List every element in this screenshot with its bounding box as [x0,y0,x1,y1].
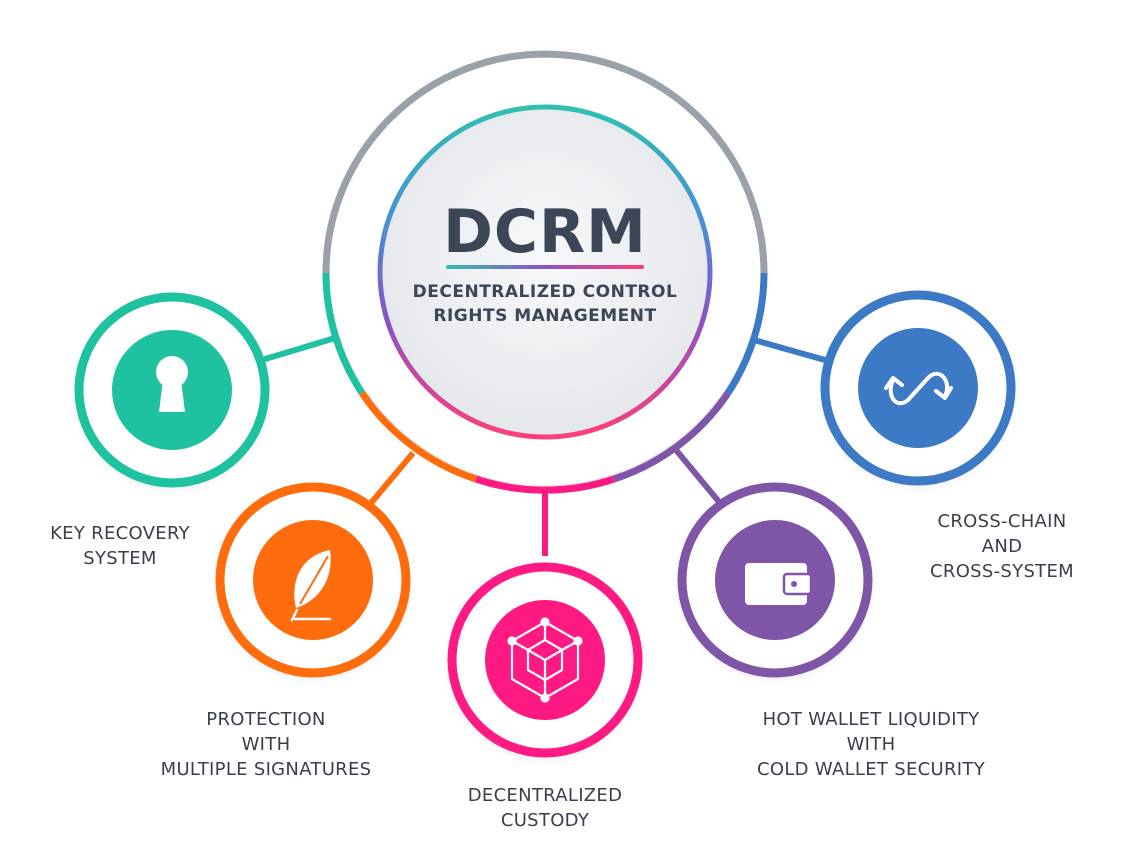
cube-network-icon [507,617,583,703]
outer-ring-gray [322,50,768,274]
cross-arrows-icon [884,371,953,406]
label-hot-cold-wallet-line2: WITH [846,734,896,755]
label-cross-chain-line1: CROSS-CHAIN [937,511,1067,532]
connector-hot-cold-wallet [673,448,723,505]
hub-subtitle-line1: DECENTRALIZED CONTROL [413,282,678,302]
connector-cross-chain [753,337,826,363]
node-key-recovery [74,292,270,488]
connectors [261,335,826,556]
hub-title: DCRM [443,197,647,267]
label-multi-signatures-line1: PROTECTION [206,709,326,730]
label-custody-line2: CUSTODY [500,810,590,831]
outer-ring-orange [359,391,478,483]
hub-subtitle-line2: RIGHTS MANAGEMENT [433,306,656,326]
wallet-icon [745,563,813,605]
label-cross-chain: CROSS-CHAIN AND CROSS-SYSTEM [912,509,1092,584]
central-hub: DCRM DECENTRALIZED CONTROL RIGHTS MANAGE… [322,50,768,494]
label-cross-chain-line3: CROSS-SYSTEM [930,561,1074,582]
label-multi-signatures: PROTECTION WITH MULTIPLE SIGNATURES [146,707,386,782]
label-custody: DECENTRALIZED CUSTODY [440,783,650,833]
label-hot-cold-wallet: HOT WALLET LIQUIDITY WITH COLD WALLET SE… [736,707,1006,782]
label-cross-chain-line2: AND [981,536,1023,557]
node-hot-cold-wallet [677,482,873,678]
label-multi-signatures-line2: WITH [241,734,291,755]
label-hot-cold-wallet-line1: HOT WALLET LIQUIDITY [762,709,980,730]
feather-quill-icon [290,550,332,622]
outer-ring-purple [612,391,731,483]
label-multi-signatures-line3: MULTIPLE SIGNATURES [160,759,372,780]
node-custody [447,562,643,758]
hub-title-underline [446,265,644,269]
label-key-recovery-line1: KEY RECOVERY [50,523,190,544]
hub-inner-disc [380,107,710,437]
label-custody-line1: DECENTRALIZED [467,785,623,806]
connector-multi-signatures [368,451,416,505]
node-hot-cold-wallet-ring [677,482,873,678]
outer-ring-teal [322,272,365,395]
node-multi-signatures-ring [215,482,411,678]
connector-key-recovery [261,335,336,363]
node-cross-chain [820,290,1016,486]
hub-inner-ring [377,104,713,440]
node-key-recovery-ring [74,292,270,488]
label-key-recovery-line2: SYSTEM [83,548,157,569]
keyhole-icon [156,356,188,412]
label-hot-cold-wallet-line3: COLD WALLET SECURITY [757,759,985,780]
label-key-recovery: KEY RECOVERY SYSTEM [20,521,220,571]
node-custody-ring [447,562,643,758]
outer-ring-pink [474,475,616,494]
node-cross-chain-ring [820,290,1016,486]
node-multi-signatures [215,482,411,678]
outer-ring-blue [725,272,768,395]
